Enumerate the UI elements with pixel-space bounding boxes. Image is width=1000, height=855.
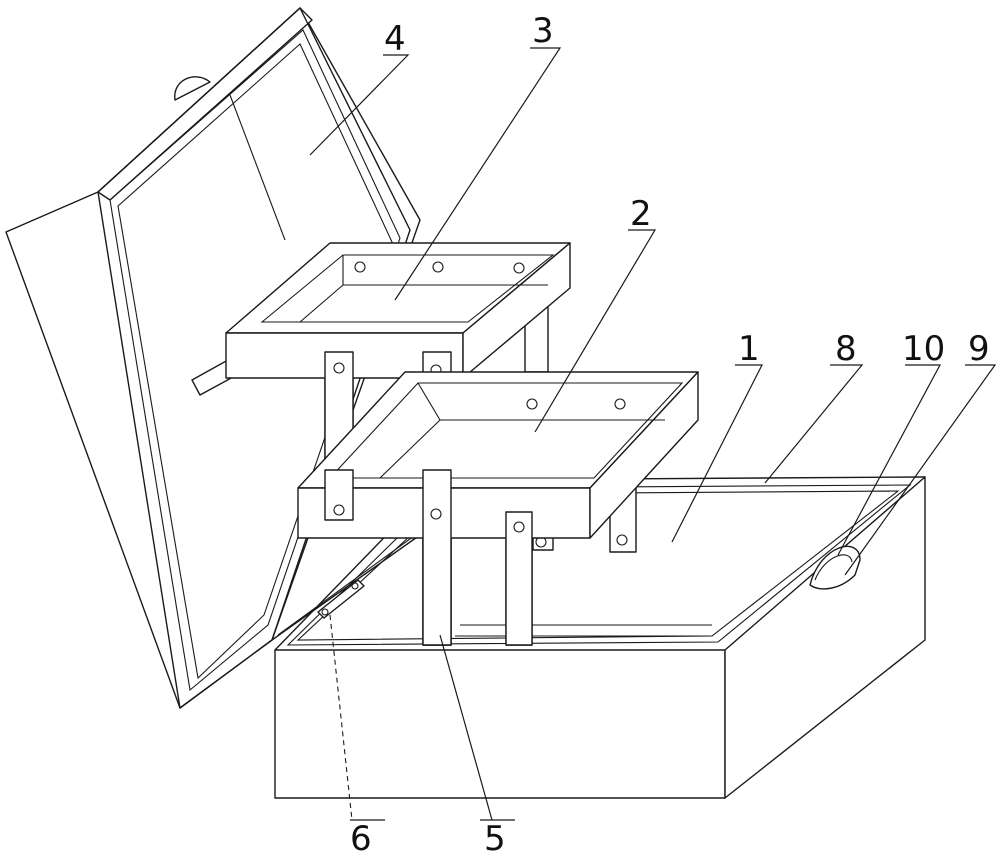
lid-handle-icon xyxy=(174,76,211,101)
links-over-lower-tray xyxy=(324,469,533,646)
label-2: 2 xyxy=(630,194,652,234)
label-4: 4 xyxy=(384,19,406,59)
callout-labels: 4 3 2 1 8 10 9 6 5 xyxy=(350,11,990,855)
label-10: 10 xyxy=(902,329,945,369)
label-1: 1 xyxy=(738,329,760,369)
label-9: 9 xyxy=(968,329,990,369)
label-8: 8 xyxy=(835,329,857,369)
label-6: 6 xyxy=(350,819,372,855)
hinge xyxy=(317,579,365,619)
label-3: 3 xyxy=(532,11,554,51)
label-5: 5 xyxy=(484,819,506,855)
lid xyxy=(5,7,426,709)
side-handle xyxy=(809,545,861,590)
upper-tray xyxy=(225,242,571,379)
leader-lines xyxy=(309,47,997,821)
